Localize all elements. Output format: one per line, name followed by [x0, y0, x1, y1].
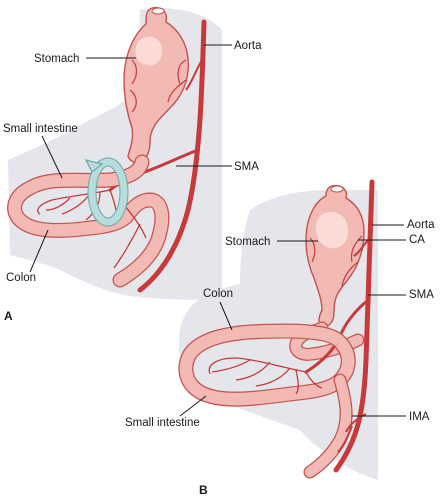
panel-b-ima-label: IMA	[409, 411, 430, 423]
counterclockwise-rotation-arrow-icon	[84, 157, 129, 227]
panel-b-ima-artery	[337, 413, 367, 453]
panel-a-sma-label: SMA	[234, 161, 259, 173]
panel-b-small-intestine-label: Small intestine	[125, 417, 200, 429]
panel-b-gastric-vessels	[309, 235, 363, 287]
panel-a: Stomach Aorta Small intestine SMA Colon …	[3, 6, 262, 323]
panel-b-stomach-highlight	[315, 212, 349, 249]
panel-b-stomach-label: Stomach	[225, 236, 270, 248]
panel-b: Aorta CA Stomach Colon SMA Small intesti…	[125, 179, 435, 497]
panel-b-letter: B	[199, 483, 208, 497]
panel-b-colon-label: Colon	[203, 288, 233, 300]
panel-a-letter: A	[4, 309, 13, 323]
panel-a-intestine-loop-fill	[8, 155, 169, 287]
panel-a-colon-label: Colon	[6, 272, 36, 284]
panel-a-small-intestine-label: Small intestine	[3, 123, 78, 135]
panel-b-descending-colon-fill	[304, 374, 352, 478]
panel-b-colon-leader	[219, 301, 233, 331]
panel-b-mesenteric-vessels	[208, 357, 323, 395]
panel-a-aorta	[137, 19, 207, 293]
panel-a-esophagus-opening	[151, 7, 165, 15]
panel-b-aorta	[333, 179, 375, 473]
panel-a-stomach-highlight	[135, 36, 163, 66]
panel-b-esophagus-opening	[330, 185, 344, 193]
panel-a-small-intestine-leader	[41, 135, 63, 179]
panel-b-small-intestine-leader	[179, 395, 207, 417]
panel-b-sma-label: SMA	[409, 289, 434, 301]
panel-a-colon-leader	[29, 229, 49, 273]
panel-a-gastric-vessels	[129, 59, 187, 113]
panel-a-stomach-label: Stomach	[34, 53, 79, 65]
panel-b-ca-label: CA	[409, 234, 425, 246]
panel-a-aorta-label: Aorta	[234, 40, 262, 52]
panel-b-aorta-label: Aorta	[407, 219, 435, 231]
panel-a-celiac-branch	[185, 59, 203, 91]
